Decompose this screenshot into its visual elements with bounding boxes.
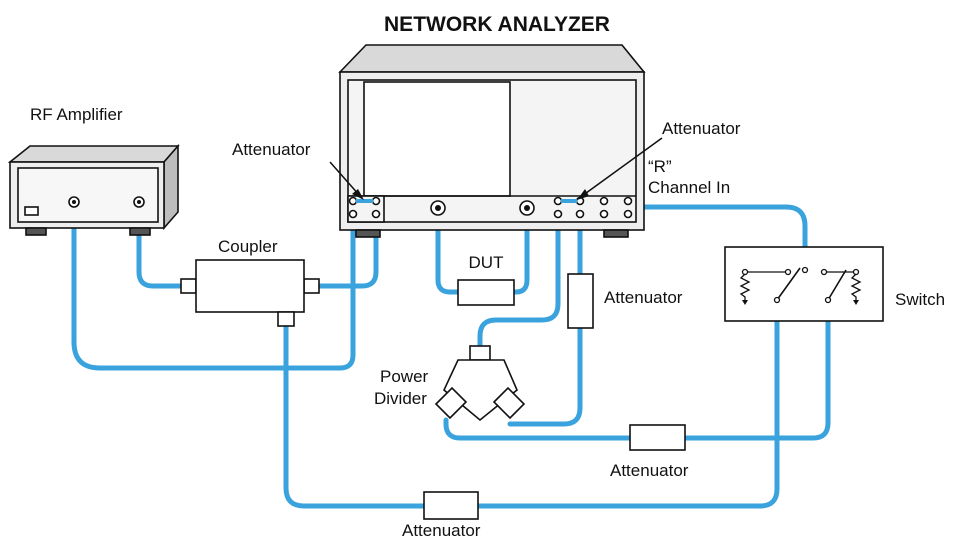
analyzer-screen — [363, 81, 511, 197]
rf-amplifier — [7, 143, 180, 236]
label-power: Power — [380, 367, 429, 386]
coupler — [180, 259, 320, 327]
switch — [724, 246, 884, 322]
label-attenuator-lower: Attenuator — [610, 461, 689, 480]
power-divider — [434, 345, 526, 422]
label-switch: Switch — [895, 290, 945, 309]
label-rf-amplifier: RF Amplifier — [30, 105, 123, 124]
cable-coupler-to-analyzer — [312, 211, 379, 289]
label-coupler: Coupler — [218, 237, 278, 256]
switch-resistor-right-icon — [850, 268, 862, 305]
label-attenuator-left: Attenuator — [232, 140, 311, 159]
label-attenuator-mid: Attenuator — [604, 288, 683, 307]
label-attenuator-bottom: Attenuator — [402, 521, 481, 540]
label-r-channel-in: Channel In — [648, 178, 730, 197]
cable-attenuator-to-divider — [507, 323, 583, 427]
cable-amp-to-coupler — [136, 199, 189, 289]
label-attenuator-right: Attenuator — [662, 119, 741, 138]
dut — [457, 279, 515, 306]
label-r-channel-quote: “R” — [648, 157, 672, 176]
cable-amp-to-analyzer — [71, 199, 356, 371]
diagram-title: NETWORK ANALYZER — [384, 13, 610, 36]
cable-coupler-to-switch — [283, 297, 780, 509]
label-divider: Divider — [374, 389, 427, 408]
cable-analyzer-to-divider — [477, 211, 561, 351]
power-switch-icon — [24, 206, 39, 216]
label-dut: DUT — [469, 253, 504, 272]
cables — [71, 199, 831, 509]
network-analyzer — [338, 44, 646, 238]
cable-dut-left — [435, 205, 463, 295]
attenuator-vertical — [567, 273, 594, 329]
attenuator-arrows — [329, 137, 663, 200]
cable-r-channel-to-switch — [601, 204, 808, 271]
attenuator-lower — [629, 424, 686, 451]
attenuator-bottom — [423, 491, 479, 520]
cable-dut-right — [509, 205, 530, 295]
